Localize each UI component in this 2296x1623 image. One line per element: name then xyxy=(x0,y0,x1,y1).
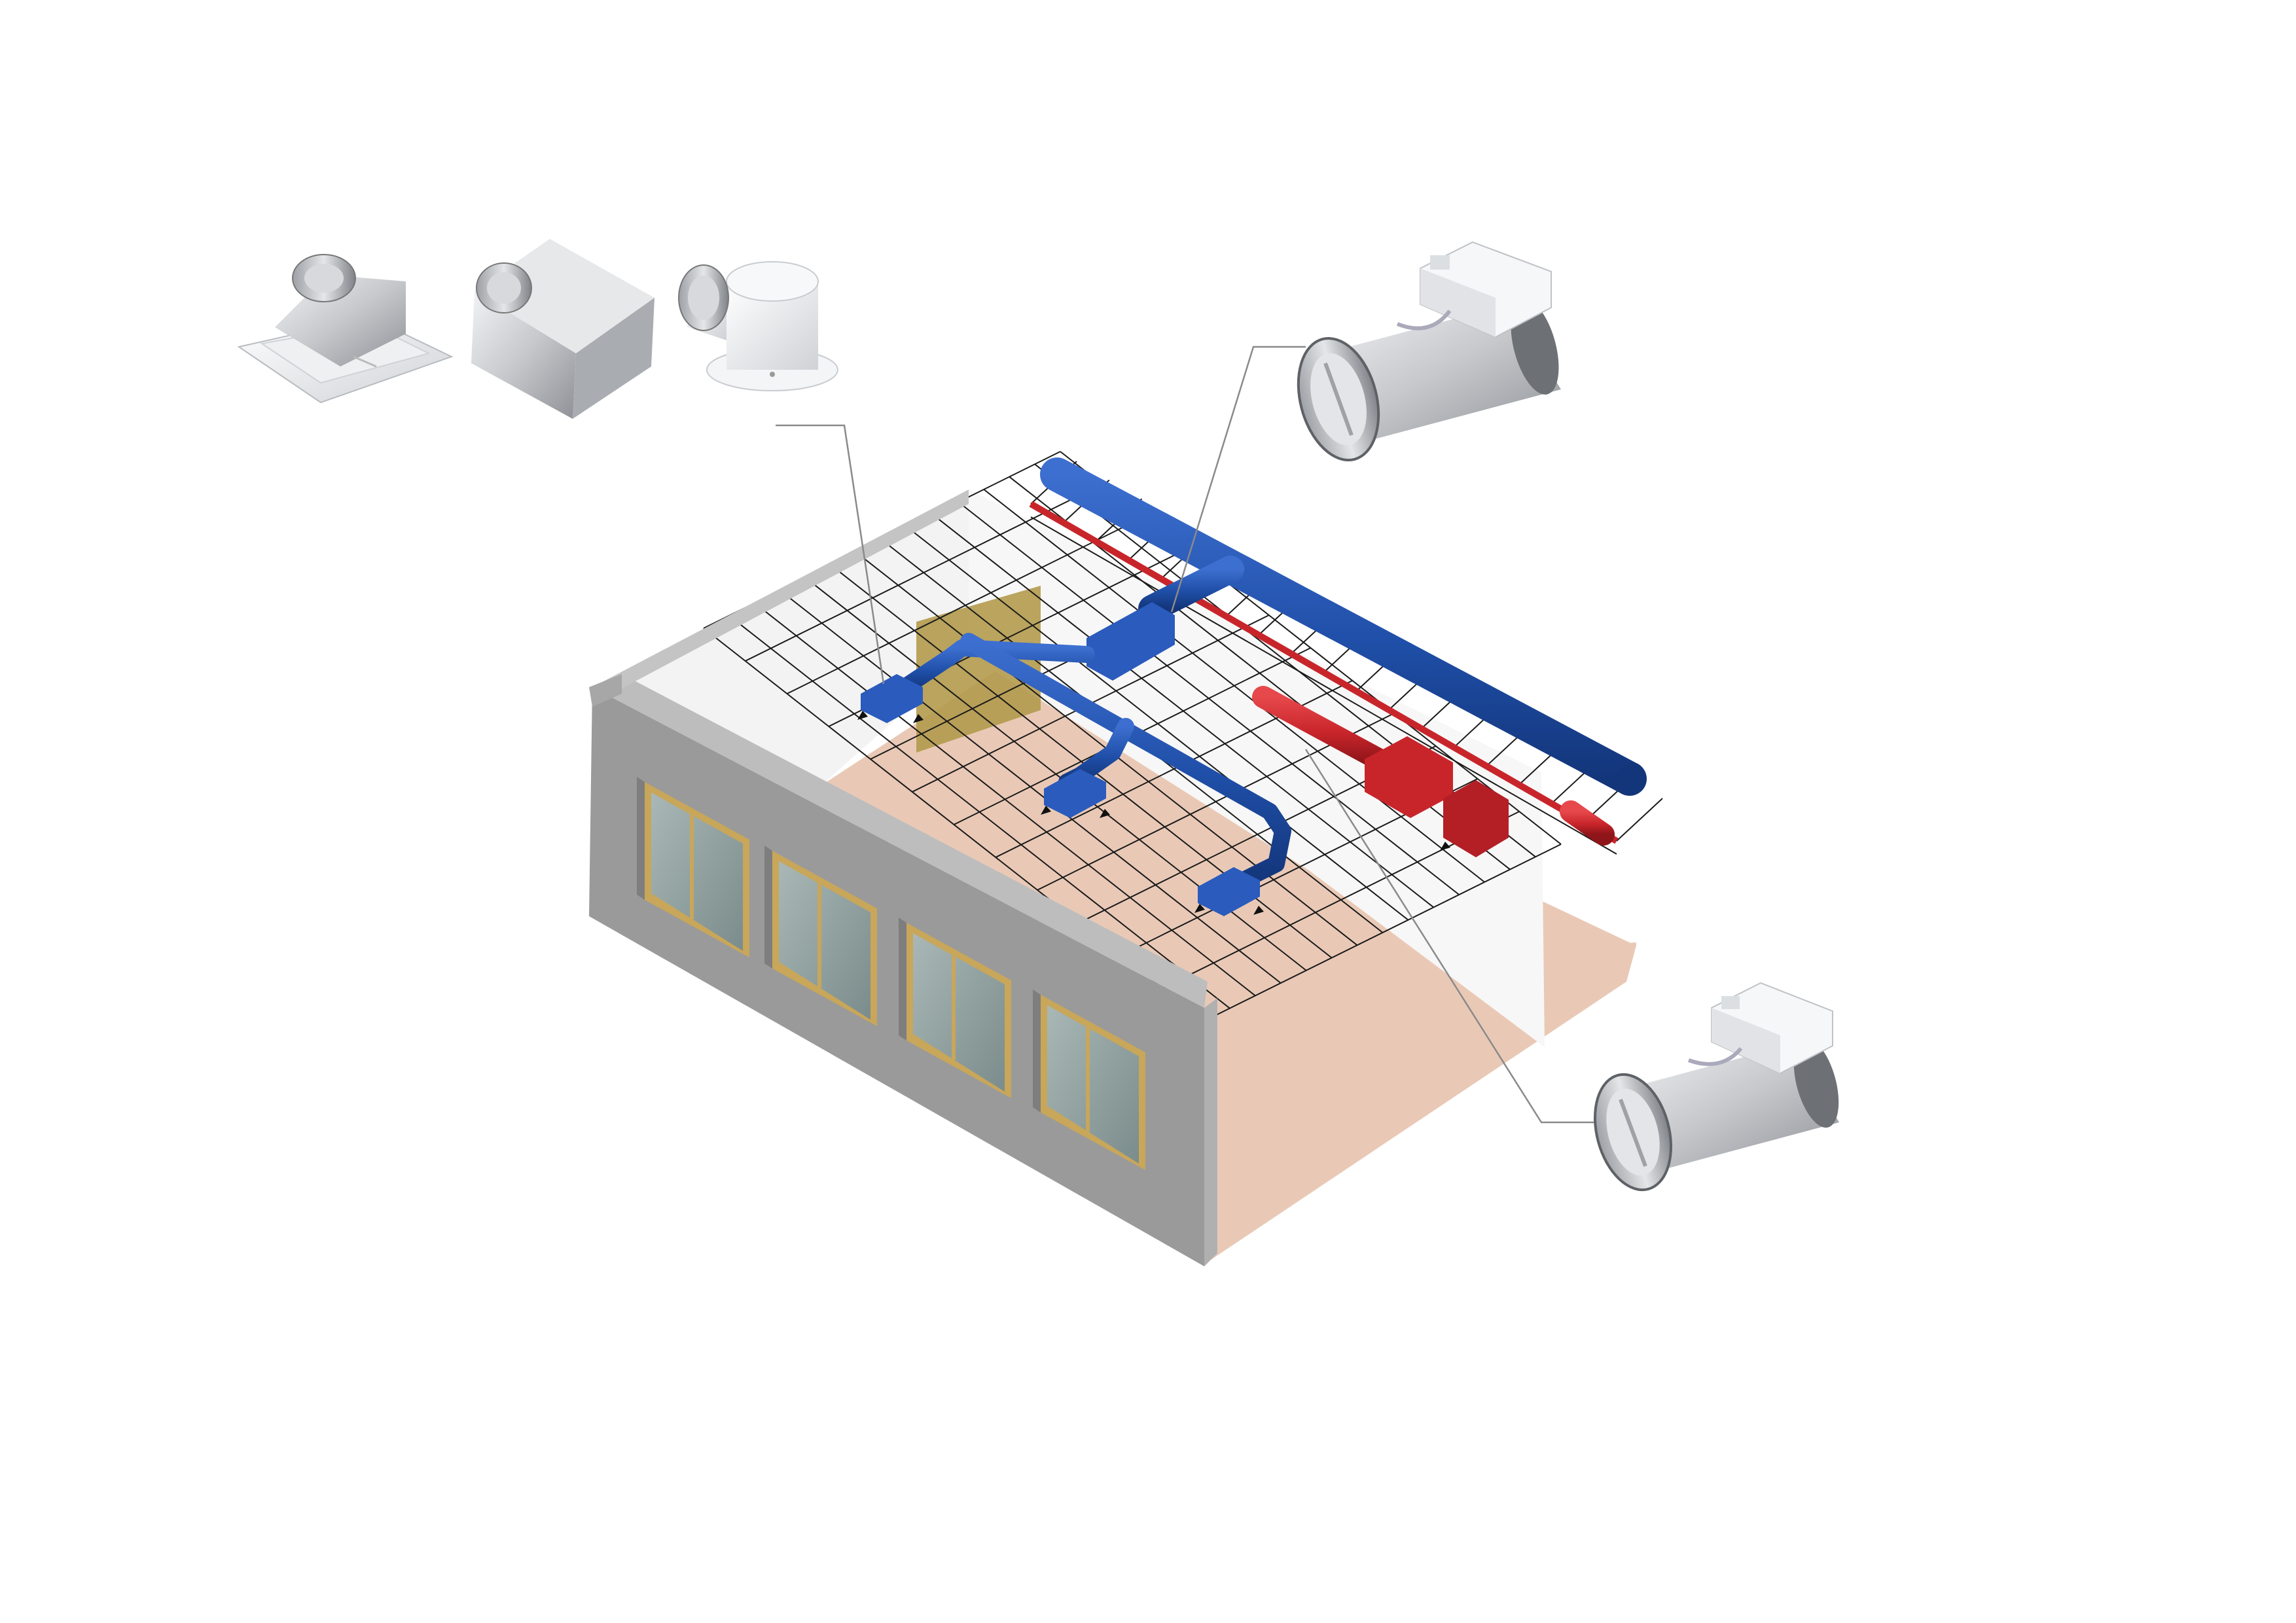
supply-branch-1 xyxy=(891,639,1095,699)
left-wall-top xyxy=(592,490,969,688)
ceiling-grid-line xyxy=(787,516,1144,694)
extract-rail xyxy=(1029,501,1619,844)
window-glass xyxy=(651,793,743,951)
front-wall xyxy=(589,687,1204,1266)
supply-riser xyxy=(1138,556,1244,622)
ceiling-diffuser-icon xyxy=(237,239,838,419)
leader-lines xyxy=(776,346,1597,1124)
supply-main-duct-end xyxy=(1615,762,1644,795)
extract-rail-edge xyxy=(1030,516,1617,855)
left-wall-face xyxy=(589,674,622,707)
supply-main-duct xyxy=(1040,457,1647,796)
window-glass xyxy=(779,861,870,1020)
ceiling-grid xyxy=(703,451,1663,1022)
leader-diffusers xyxy=(776,424,885,685)
supply-silencer xyxy=(1086,602,1175,681)
building-cutaway-icon xyxy=(589,451,1663,1266)
diffuser-round-elbow xyxy=(678,261,838,391)
window-glass xyxy=(913,933,1005,1092)
airflow-arrows xyxy=(857,711,1450,915)
supply-diffuser-1 xyxy=(861,674,923,723)
roof-grid-line xyxy=(1616,798,1663,842)
ceiling-grid-line xyxy=(1204,844,1562,1022)
damper-unit-bottom xyxy=(1593,982,1839,1192)
leader-damper-bottom xyxy=(1304,749,1597,1124)
diffuser-square-plenum xyxy=(237,254,454,404)
supply-diffuser-3 xyxy=(1198,867,1260,916)
windows xyxy=(637,777,1145,1170)
leader-damper-top xyxy=(1170,346,1306,613)
window-reveal xyxy=(1033,990,1041,1113)
airflow-arrow-icon xyxy=(1100,809,1110,818)
airflow-arrow-icon xyxy=(1253,906,1264,915)
airflow-arrow-icon xyxy=(857,711,868,720)
diffuser-cube-plenum xyxy=(471,239,655,419)
airflow-arrow-icon xyxy=(913,714,924,723)
window-glass xyxy=(1047,1005,1139,1164)
extract-silencer xyxy=(1365,736,1453,818)
window-reveal xyxy=(899,918,906,1041)
front-wall-end xyxy=(1204,998,1217,1266)
window-reveal xyxy=(637,777,645,900)
supply-diffuser-2 xyxy=(1044,769,1106,818)
damper-unit-top xyxy=(1297,241,1561,461)
motorized-damper-icon xyxy=(1297,241,1839,1192)
extract-duct-icon xyxy=(1252,686,1615,857)
extract-duct xyxy=(1252,686,1395,774)
extract-rail-end xyxy=(1560,800,1615,846)
airflow-arrow-icon xyxy=(1194,904,1205,913)
supply-duct-icon xyxy=(861,457,1647,916)
floor xyxy=(821,654,1636,1260)
airflow-arrow-icon xyxy=(1440,842,1450,851)
airflow-arrow-icon xyxy=(1041,806,1051,815)
door xyxy=(916,586,1041,753)
front-wall-top xyxy=(592,674,1208,1008)
window-reveal xyxy=(764,846,772,969)
extract-box xyxy=(1443,780,1509,857)
supply-branch-2 xyxy=(960,633,1291,892)
